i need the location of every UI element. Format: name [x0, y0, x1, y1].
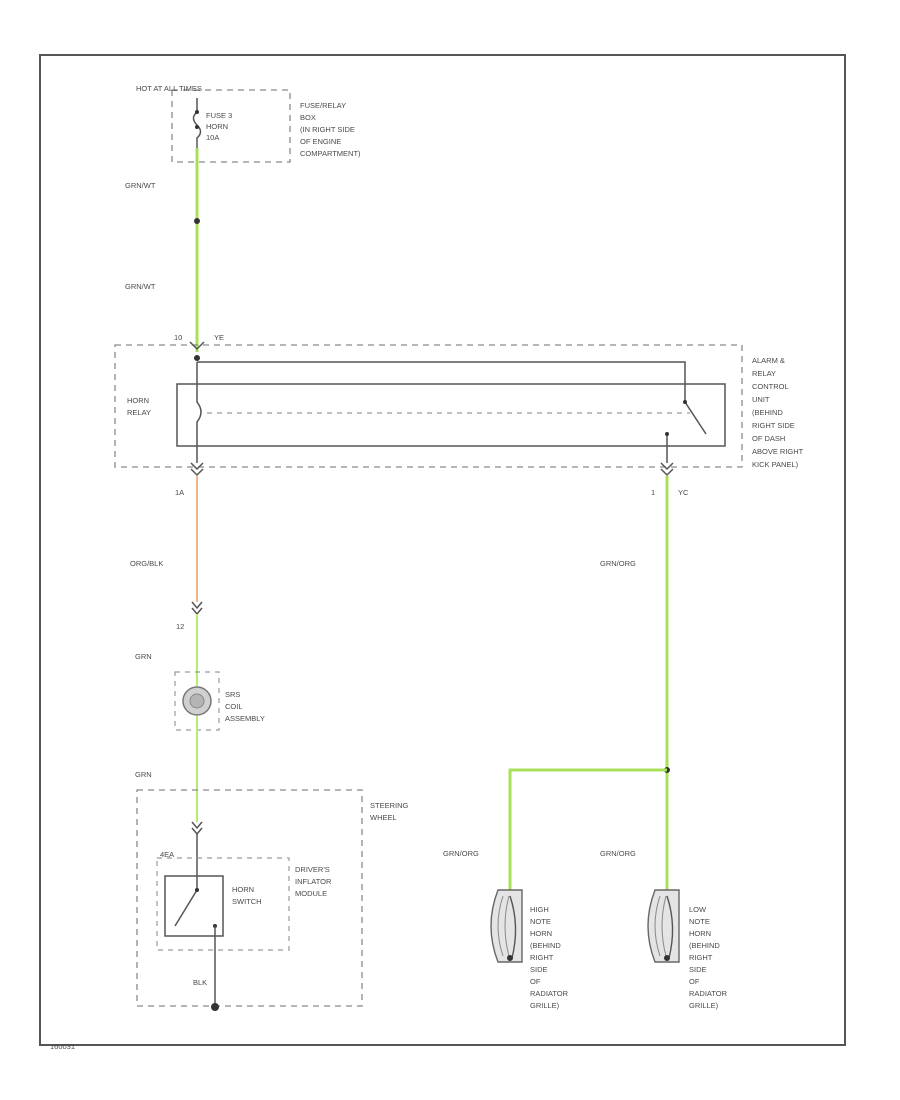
relay-connector-bottom-left	[190, 462, 204, 477]
high-horn-label-4: (BEHIND	[530, 941, 561, 950]
low-note-horn-icon	[647, 889, 680, 963]
alarm-unit-desc-7: OF DASH	[752, 434, 785, 443]
fuse-box-desc-4: OF ENGINE	[300, 137, 341, 146]
alarm-unit-desc-4: UNIT	[752, 395, 770, 404]
drivers-module-label-2: INFLATOR	[295, 877, 332, 886]
fuse-label-horn: HORN	[206, 122, 228, 131]
connector-12	[191, 601, 203, 616]
fuse-box-desc-2: BOX	[300, 113, 316, 122]
alarm-unit-desc-9: KICK PANEL)	[752, 460, 799, 469]
high-horn-ground	[507, 955, 513, 961]
wire-blk-label: BLK	[193, 978, 207, 987]
relay-coil-left	[196, 362, 202, 463]
alarm-unit-desc-2: RELAY	[752, 369, 776, 378]
fuse-terminal-top	[195, 110, 199, 114]
high-horn-label-8: RADIATOR	[530, 989, 569, 998]
low-horn-label-6: SIDE	[689, 965, 707, 974]
low-horn-ground	[664, 955, 670, 961]
pin-1-label: 1	[651, 488, 655, 497]
wire-grn-wt-label-1: GRN/WT	[125, 181, 156, 190]
fuse-symbol	[192, 98, 202, 148]
low-horn-label-1: LOW	[689, 905, 707, 914]
relay-switch-contact	[684, 395, 707, 435]
fuse-box-desc-3: (IN RIGHT SIDE	[300, 125, 355, 134]
low-horn-label-4: (BEHIND	[689, 941, 720, 950]
alarm-unit-desc-5: (BEHIND	[752, 408, 783, 417]
wire-grn-org-label-3: GRN/ORG	[600, 849, 636, 858]
high-horn-label-7: OF	[530, 977, 541, 986]
high-note-horn-icon	[490, 889, 523, 963]
horn-relay-box	[176, 383, 726, 447]
relay-connector-top	[189, 341, 205, 351]
high-horn-label-6: SIDE	[530, 965, 548, 974]
fuse-label-name: FUSE 3	[206, 111, 232, 120]
wire-grn-org-label-1: GRN/ORG	[600, 559, 636, 568]
cable-reel-label-1: SRS	[225, 690, 240, 699]
cable-reel-label-3: ASSEMBLY	[225, 714, 265, 723]
horn-relay-label-2: RELAY	[127, 408, 151, 417]
low-horn-label-3: HORN	[689, 929, 711, 938]
relay-pin-top-number: 10	[174, 333, 182, 342]
connector-4ea	[191, 821, 203, 836]
hot-at-all-times-label: HOT AT ALL TIMES	[136, 84, 202, 93]
horn-switch-label-2: SWITCH	[232, 897, 262, 906]
cable-reel-coil-inner	[189, 693, 205, 709]
relay-switch-pivot	[683, 400, 687, 404]
diagram-frame	[39, 54, 846, 1046]
horn-switch-label-1: HORN	[232, 885, 254, 894]
wire-grn-label-1: GRN	[135, 652, 152, 661]
fuse-terminal-bottom	[195, 125, 199, 129]
alarm-unit-desc-3: CONTROL	[752, 382, 789, 391]
wire-grn-wt-label-2: GRN/WT	[125, 282, 156, 291]
relay-pin-top-code: YE	[214, 333, 224, 342]
fuse-relay-box-outline	[171, 89, 291, 163]
relay-bus-line	[197, 361, 686, 395]
drivers-module-label-3: MODULE	[295, 889, 327, 898]
wire-grn-label-2: GRN	[135, 770, 152, 779]
relay-output-terminal	[665, 432, 669, 436]
fuse-label-rating: 10A	[206, 133, 219, 142]
steering-wheel-outline	[136, 789, 363, 1007]
low-horn-label-8: RADIATOR	[689, 989, 728, 998]
low-horn-label-9: GRILLE)	[689, 1001, 719, 1010]
pin-1a-label: 1A	[175, 488, 184, 497]
horn-switch-box	[164, 875, 224, 937]
pin-yc-label: YC	[678, 488, 689, 497]
relay-connector-bottom-right	[660, 462, 674, 477]
alarm-control-unit-outline	[114, 344, 743, 468]
footer-code: 160031	[50, 1042, 75, 1051]
wire-grn-org-branch	[508, 768, 667, 890]
steering-wheel-label-2: WHEEL	[370, 813, 397, 822]
alarm-unit-desc-8: ABOVE RIGHT	[752, 447, 804, 456]
cable-reel-label-2: COIL	[225, 702, 243, 711]
relay-junction	[194, 355, 200, 361]
wire-grn-org-label-2: GRN/ORG	[443, 849, 479, 858]
alarm-unit-desc-6: RIGHT SIDE	[752, 421, 795, 430]
horn-switch-contact	[174, 889, 198, 927]
high-horn-label-9: GRILLE)	[530, 1001, 560, 1010]
steering-wheel-label-1: STEERING	[370, 801, 409, 810]
high-horn-label-2: NOTE	[530, 917, 551, 926]
drivers-module-label-1: DRIVER'S	[295, 865, 330, 874]
pin-4ea-label: 4EA	[160, 850, 174, 859]
alarm-unit-desc-1: ALARM &	[752, 356, 785, 365]
horn-relay-label-1: HORN	[127, 396, 149, 405]
high-horn-label-3: HORN	[530, 929, 552, 938]
splice-point-1	[194, 218, 200, 224]
high-horn-label-1: HIGH	[530, 905, 549, 914]
drivers-inflator-module-outline	[156, 857, 290, 951]
horn-switch-pivot-top	[195, 888, 199, 892]
fuse-box-desc-5: COMPARTMENT)	[300, 149, 361, 158]
pin-12-label: 12	[176, 622, 184, 631]
low-horn-label-2: NOTE	[689, 917, 710, 926]
fuse-box-desc-1: FUSE/RELAY	[300, 101, 346, 110]
low-horn-label-5: RIGHT	[689, 953, 713, 962]
wire-org-blk-label: ORG/BLK	[130, 559, 163, 568]
high-horn-label-5: RIGHT	[530, 953, 554, 962]
low-horn-label-7: OF	[689, 977, 700, 986]
ground-point	[211, 1003, 219, 1011]
